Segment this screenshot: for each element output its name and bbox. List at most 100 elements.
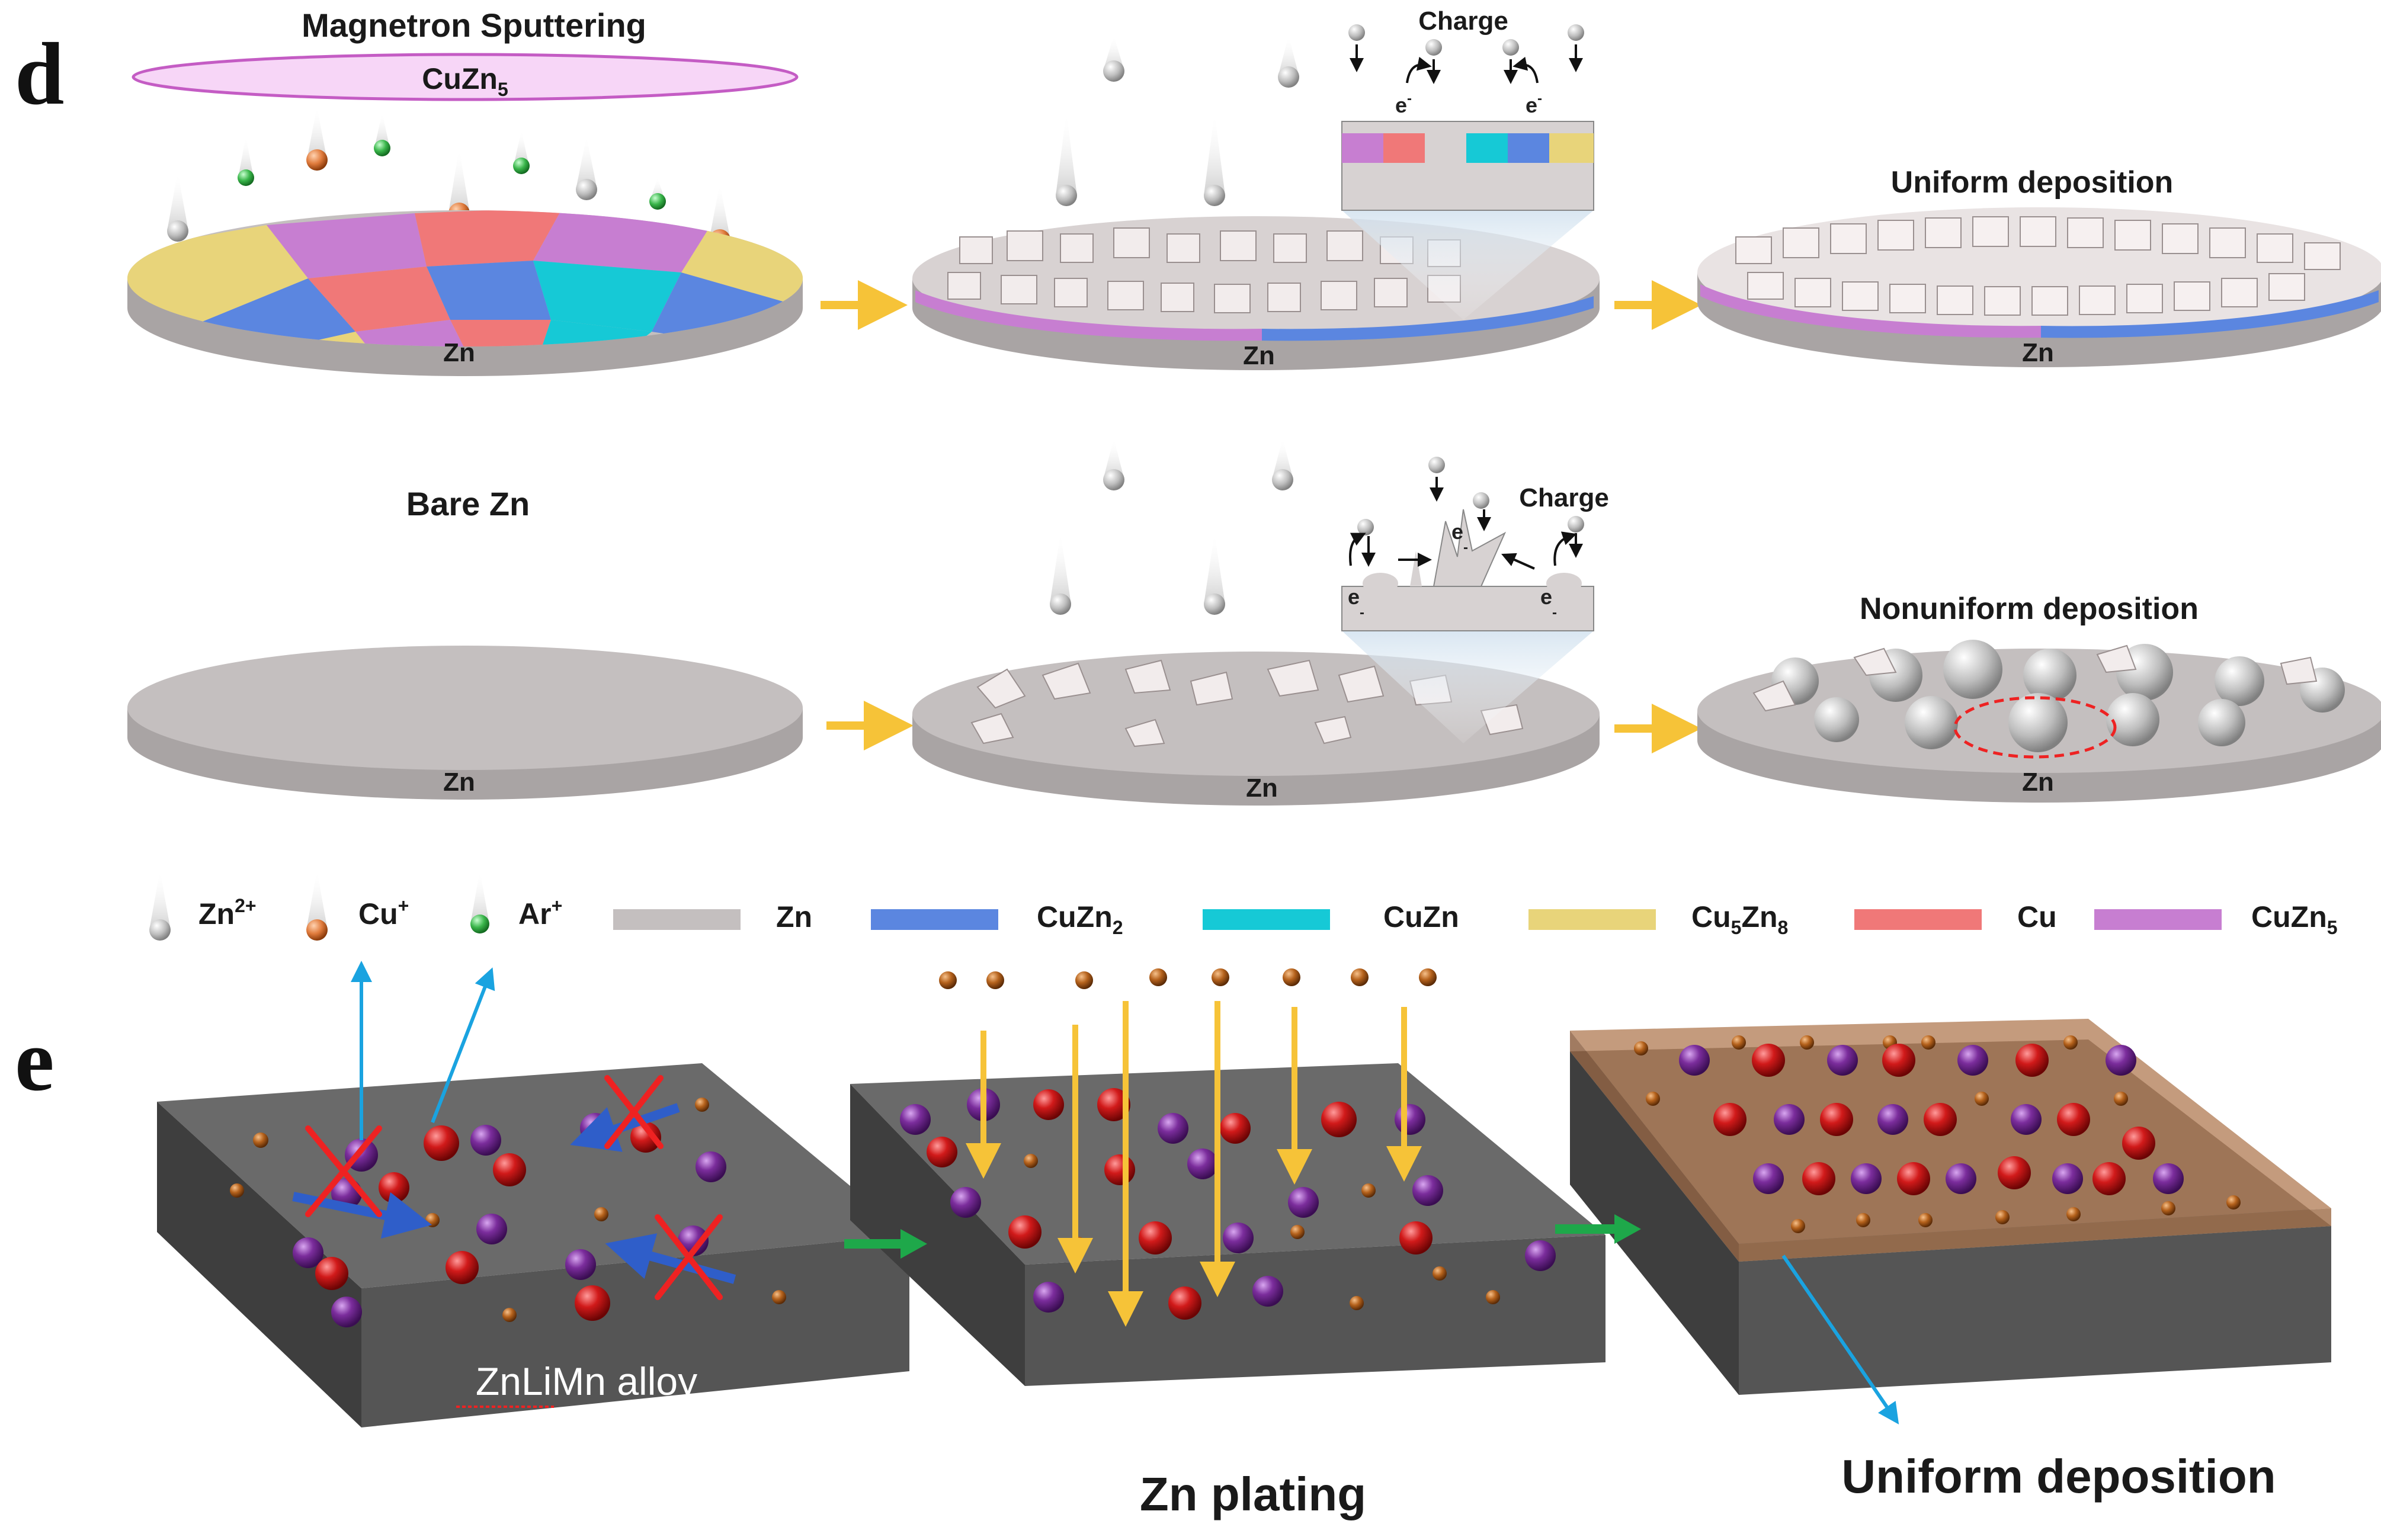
svg-text:Zn2+: Zn2+ <box>198 895 257 931</box>
purple-atom <box>1187 1148 1218 1179</box>
cu-atom <box>1856 1213 1870 1227</box>
purple-atom <box>696 1151 726 1182</box>
disk-bare-zn: Zn <box>127 646 803 800</box>
svg-text:CuZn: CuZn <box>1383 900 1459 933</box>
cu-atom <box>2063 1035 2078 1050</box>
block-zn-plating <box>850 1063 1606 1386</box>
cu-atom <box>939 971 957 989</box>
red-atom <box>1168 1286 1201 1320</box>
red-atom <box>446 1251 479 1284</box>
nonuniform-deposition-title: Nonuniform deposition <box>1860 592 2199 626</box>
svg-text:Zn: Zn <box>776 900 812 933</box>
svg-text:Ar+: Ar+ <box>518 895 562 931</box>
red-atom <box>1097 1088 1130 1121</box>
red-atom <box>575 1285 610 1321</box>
cu-atom <box>1791 1219 1805 1233</box>
cu-atom <box>986 971 1004 989</box>
cu-atom <box>695 1098 709 1112</box>
red-atom <box>315 1257 348 1290</box>
plating-flux-arrows <box>966 1001 1422 1327</box>
purple-atom <box>1851 1163 1882 1194</box>
purple-atom <box>470 1125 501 1156</box>
purple-atom <box>2106 1045 2136 1076</box>
cu-atom <box>1075 971 1093 989</box>
svg-text:CuZn2: CuZn2 <box>1037 900 1123 938</box>
sputter-ions <box>167 107 730 251</box>
legend-phase-cuzn2: CuZn2 <box>871 900 1123 938</box>
uniform-deposition-title-d: Uniform deposition <box>1891 165 2174 200</box>
red-atom <box>379 1172 409 1203</box>
purple-atom <box>1158 1113 1188 1144</box>
cu-atom <box>594 1207 608 1221</box>
zn-plating-caption: Zn plating <box>1140 1468 1366 1520</box>
disk-uniform-deposition: Uniform deposition Zn <box>1697 165 2381 367</box>
cu-atom <box>1024 1154 1038 1168</box>
red-atom <box>1802 1162 1835 1195</box>
purple-atom <box>2052 1163 2083 1194</box>
inset-uniform-charge: Charge e- e- <box>1341 7 1594 320</box>
legend-phase-zn: Zn <box>613 900 812 933</box>
cu-atom <box>1634 1041 1648 1055</box>
cu-atom <box>2114 1092 2128 1106</box>
inset-bottom-electron-2: e- <box>1451 519 1468 556</box>
red-atom <box>1897 1162 1930 1195</box>
cu-atom <box>1433 1266 1447 1281</box>
purple-atom <box>1774 1104 1805 1135</box>
red-atom <box>1399 1221 1433 1255</box>
red-atom <box>1008 1215 1042 1249</box>
cu-atom <box>1646 1092 1660 1106</box>
cu-atom <box>1918 1213 1933 1227</box>
cu-atom <box>425 1213 440 1227</box>
svg-text:CuZn5: CuZn5 <box>2251 900 2338 938</box>
purple-atom <box>1395 1104 1425 1135</box>
disk4-zn-label: Zn <box>443 768 475 797</box>
disk-nonuniform-deposition: Nonuniform deposition Zn <box>1697 592 2381 803</box>
red-atom <box>1033 1089 1064 1120</box>
red-atom <box>1998 1156 2031 1189</box>
legend: Zn2+ Cu+ Ar+ Zn CuZn2 CuZn Cu5Zn8 Cu <box>149 871 2338 941</box>
red-atom <box>1752 1044 1785 1077</box>
purple-atom <box>1679 1045 1710 1076</box>
disk1-zn-label: Zn <box>443 338 475 367</box>
inset-bottom-electron-3: e- <box>1540 585 1557 621</box>
red-atom <box>2057 1103 2090 1136</box>
legend-phase-cu: Cu <box>1854 900 2057 933</box>
svg-text:Cu5Zn8: Cu5Zn8 <box>1691 900 1788 938</box>
inset-bottom-electron-1: e- <box>1348 585 1364 621</box>
red-atom <box>1713 1103 1747 1136</box>
highlight-dendrite-ring <box>1953 696 2117 759</box>
red-atom <box>1104 1154 1135 1185</box>
inset-top-electron-1: e- <box>1395 91 1412 117</box>
cu-atom <box>1361 1183 1376 1198</box>
disk-sputtered: Zn <box>127 210 803 376</box>
red-atom <box>424 1125 459 1161</box>
cu-atom <box>1290 1225 1305 1239</box>
legend-phase-cuzn: CuZn <box>1203 900 1459 933</box>
red-atom <box>493 1153 526 1186</box>
inset-tip-charge: Charge e- e- e- <box>1341 457 1609 743</box>
cu-atom <box>772 1290 786 1304</box>
cu-atom <box>1486 1290 1500 1304</box>
purple-atom <box>1957 1045 1988 1076</box>
legend-phase-cu5zn8: Cu5Zn8 <box>1528 900 1788 938</box>
red-atom <box>1820 1103 1853 1136</box>
escape-arrows <box>351 961 495 1140</box>
cu-atom <box>1212 968 1229 986</box>
disk2-zn-label: Zn <box>1243 341 1275 370</box>
cu-atom <box>1732 1035 1746 1050</box>
zn-ions-middle-top <box>1056 36 1299 206</box>
step-arrow-e2-head <box>1614 1214 1641 1244</box>
red-atom <box>1924 1103 1957 1136</box>
purple-atom <box>1753 1163 1784 1194</box>
purple-atom <box>476 1214 507 1244</box>
purple-atom <box>1946 1163 1976 1194</box>
inset-bottom-charge-label: Charge <box>1519 483 1609 512</box>
purple-atom <box>2011 1104 2042 1135</box>
bare-zn-title: Bare Zn <box>406 485 530 522</box>
cu-atom <box>1800 1035 1814 1050</box>
block-uniform-deposition <box>1570 1019 2331 1395</box>
purple-atom <box>1288 1187 1319 1218</box>
purple-atom <box>331 1297 362 1327</box>
block-znlimn-alloy: ZnLiMn alloy <box>157 1063 909 1427</box>
purple-atom <box>565 1249 596 1280</box>
